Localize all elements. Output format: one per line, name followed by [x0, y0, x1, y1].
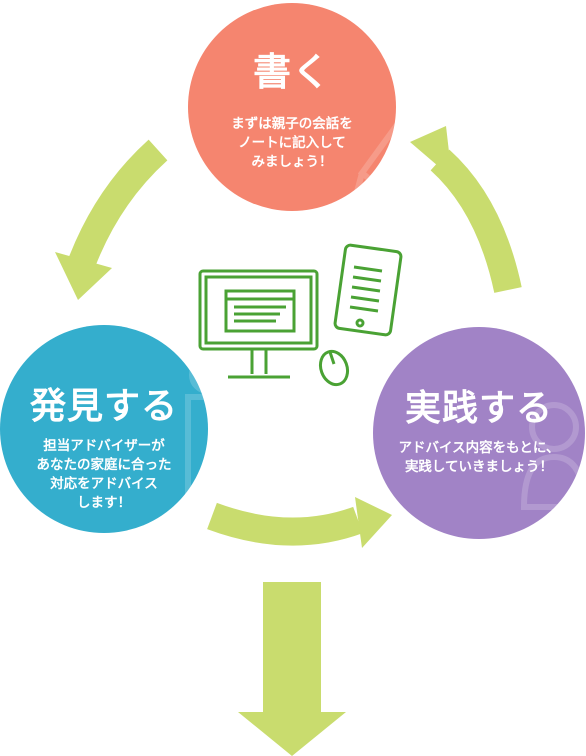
- arrow-find-to-act: [207, 497, 392, 548]
- desc-line: 担当アドバイザーが: [43, 438, 165, 454]
- step-find-title: 発見する: [29, 386, 178, 427]
- step-write-circle: 書く まずは親子の会話を ノートに記入して みましょう！: [188, 3, 396, 211]
- arrow-down: [238, 582, 346, 756]
- step-act-title: 実践する: [404, 388, 553, 429]
- family-icon: [520, 402, 585, 510]
- desc-line: 実践していきましょう！: [404, 459, 554, 475]
- step-find-circle: 発見する 担当アドバイザーが あなたの家庭に合った 対応をアドバイス します！: [0, 325, 208, 533]
- desc-line: アドバイス内容をもとに、: [398, 440, 560, 456]
- desc-line: まずは親子の会話を: [231, 116, 353, 132]
- step-find-description: 担当アドバイザーが あなたの家庭に合った 対応をアドバイス します！: [0, 437, 208, 513]
- desc-line: ノートに記入して: [238, 135, 346, 151]
- step-write-title: 書く: [252, 50, 331, 94]
- person-icon: [185, 356, 208, 528]
- arrow-write-to-find: [55, 139, 168, 300]
- step-write-description: まずは親子の会話を ノートに記入して みましょう！: [188, 115, 396, 172]
- desc-line: みましょう！: [251, 154, 333, 170]
- mouse-icon: [318, 349, 350, 387]
- arrow-act-to-write: [410, 126, 522, 293]
- tablet-icon: [333, 243, 403, 337]
- desc-line: あなたの家庭に合った: [36, 457, 172, 473]
- desc-line: します！: [77, 495, 131, 511]
- desc-line: 対応をアドバイス: [50, 476, 158, 492]
- pencil-icon: [349, 121, 396, 208]
- step-act-circle: 実践する アドバイス内容をもとに、 実践していきましょう！: [373, 327, 585, 539]
- monitor-icon: [198, 269, 319, 379]
- step-act-description: アドバイス内容をもとに、 実践していきましょう！: [373, 439, 585, 477]
